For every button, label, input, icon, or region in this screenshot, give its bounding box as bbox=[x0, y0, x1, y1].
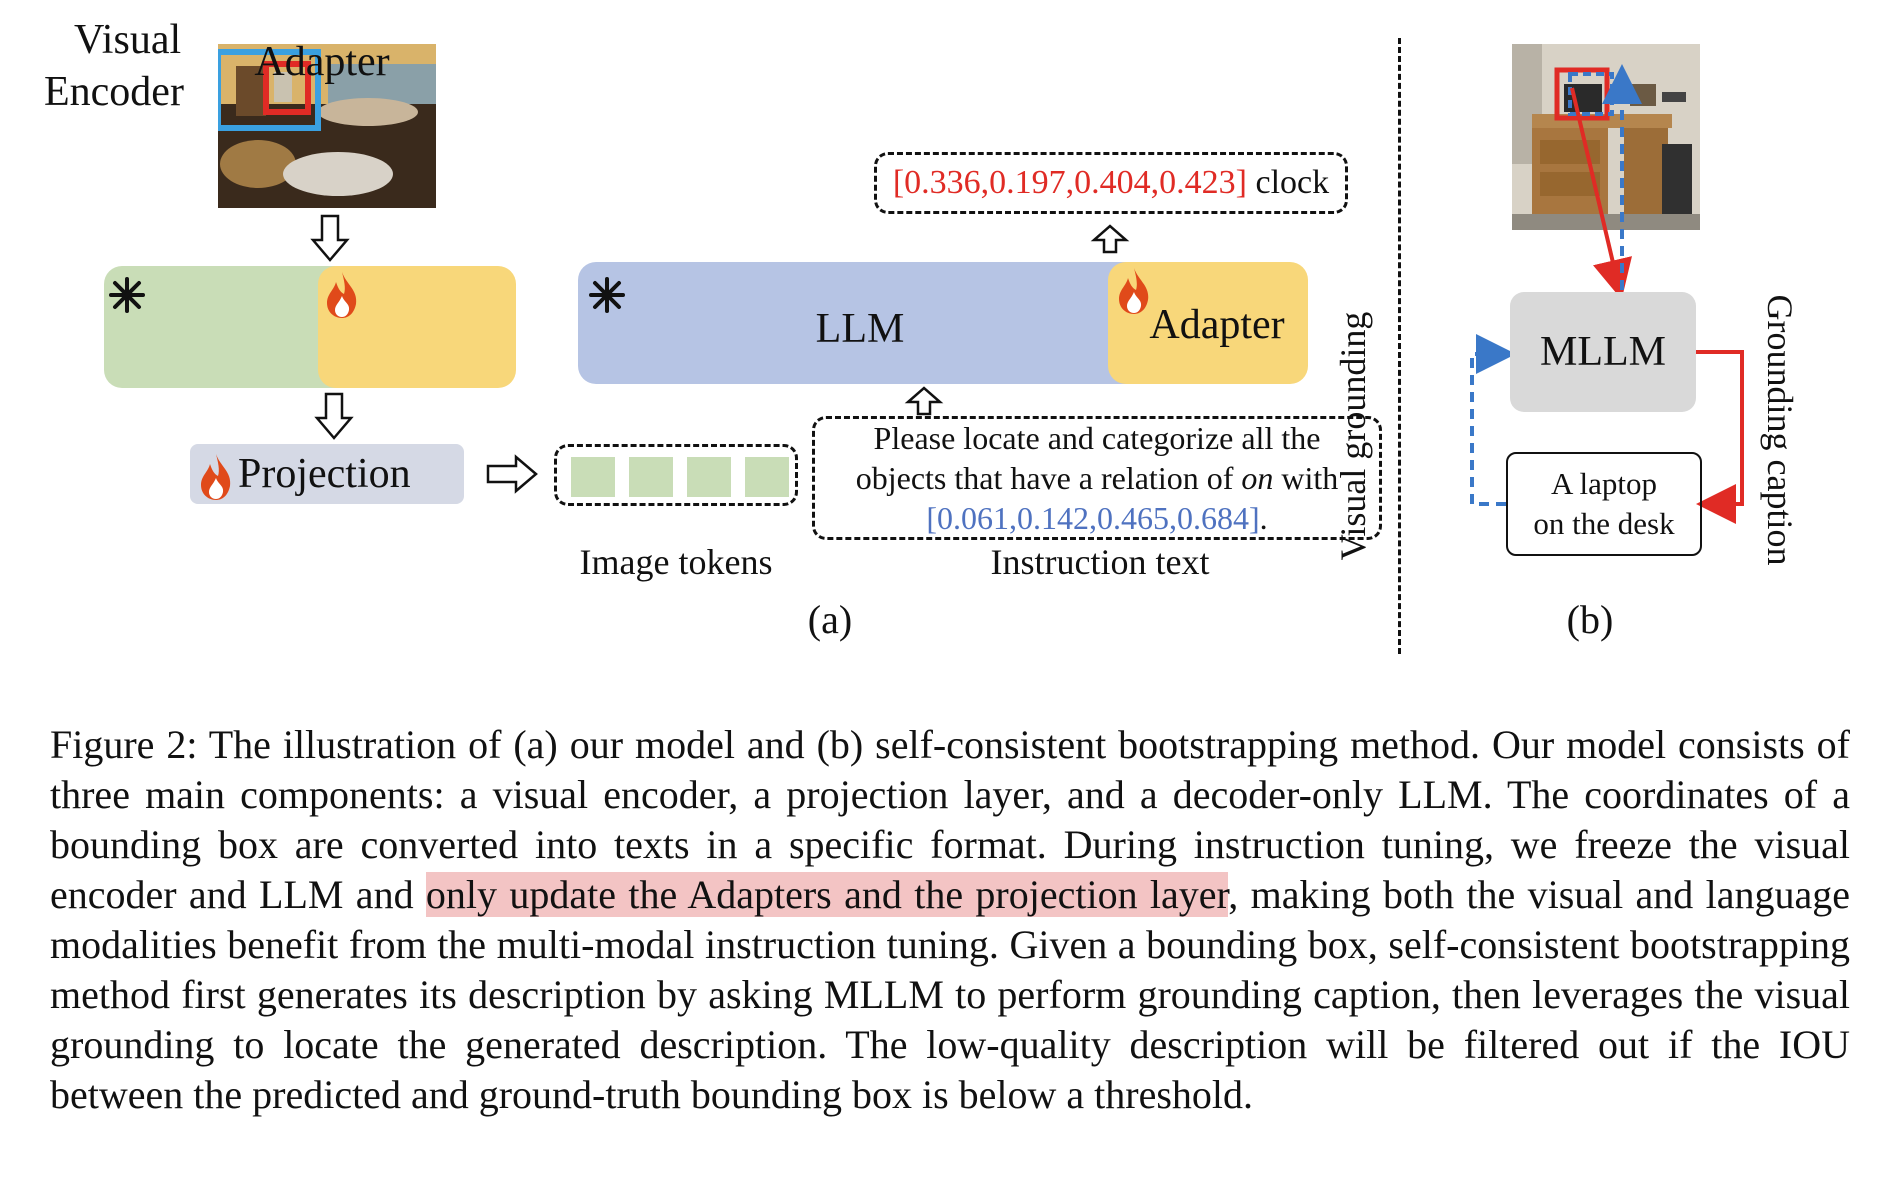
visual-encoder-label: Visual Encoder bbox=[44, 17, 184, 115]
highlighted-text: only update the Adapters and the project… bbox=[425, 872, 1229, 917]
image-tokens-box bbox=[554, 444, 798, 506]
fire-icon bbox=[327, 272, 357, 318]
arrow-right-icon bbox=[486, 454, 538, 494]
figure-caption: Figure 2: The illustration of (a) our mo… bbox=[50, 722, 1851, 1117]
llm-block bbox=[578, 262, 1308, 384]
generated-caption-box: A laptop on the desk bbox=[1506, 452, 1702, 556]
instruction-text-box: Please locate and categorize all the obj… bbox=[812, 416, 1382, 540]
image-tokens-label: Image tokens bbox=[579, 542, 773, 582]
output-text-box: [0.336,0.197,0.404,0.423] clock bbox=[874, 152, 1348, 214]
output-bbox-coords: [0.336,0.197,0.404,0.423] bbox=[892, 164, 1247, 201]
arrow-up-icon bbox=[904, 386, 944, 416]
snowflake-icon bbox=[109, 277, 145, 313]
grounding-caption-label: Grounding caption bbox=[1760, 294, 1800, 566]
visual-grounding-label: Visual grounding bbox=[1333, 311, 1373, 561]
image-token bbox=[629, 457, 673, 497]
llm-label: LLM bbox=[815, 306, 905, 352]
image-token bbox=[745, 457, 789, 497]
encoder-adapter-box bbox=[318, 266, 516, 388]
image-token bbox=[687, 457, 731, 497]
fire-icon bbox=[201, 454, 231, 500]
panel-label-a: (a) bbox=[807, 597, 853, 642]
instruction-line-1: Please locate and categorize all the bbox=[873, 420, 1321, 456]
encoder-adapter-label: Adapter bbox=[254, 39, 390, 85]
arrow-down-icon bbox=[310, 214, 350, 262]
panel-label-b: (b) bbox=[1566, 597, 1614, 642]
instruction-text-label: Instruction text bbox=[990, 542, 1210, 582]
projection-box bbox=[190, 444, 464, 504]
mllm-box: MLLM bbox=[1510, 292, 1696, 412]
fire-icon bbox=[1119, 268, 1149, 314]
instruction-line-3: [0.061,0.142,0.465,0.684]. bbox=[926, 500, 1268, 536]
input-bbox-coords: [0.061,0.142,0.465,0.684] bbox=[926, 500, 1260, 536]
llm-box bbox=[578, 262, 1158, 384]
snowflake-icon bbox=[589, 277, 625, 313]
image-token bbox=[571, 457, 615, 497]
arrow-up-icon bbox=[1090, 224, 1130, 254]
llm-adapter-label: Adapter bbox=[1149, 302, 1285, 348]
input-painting-image bbox=[218, 44, 436, 208]
panel-divider bbox=[1398, 38, 1401, 654]
output-category: clock bbox=[1247, 164, 1330, 201]
bootstrapping-arrows bbox=[1470, 64, 1744, 524]
projection-label: Projection bbox=[238, 451, 411, 497]
visual-encoder-block bbox=[104, 266, 516, 388]
arrow-down-icon bbox=[314, 392, 354, 440]
instruction-line-2: objects that have a relation of on with bbox=[855, 460, 1339, 496]
